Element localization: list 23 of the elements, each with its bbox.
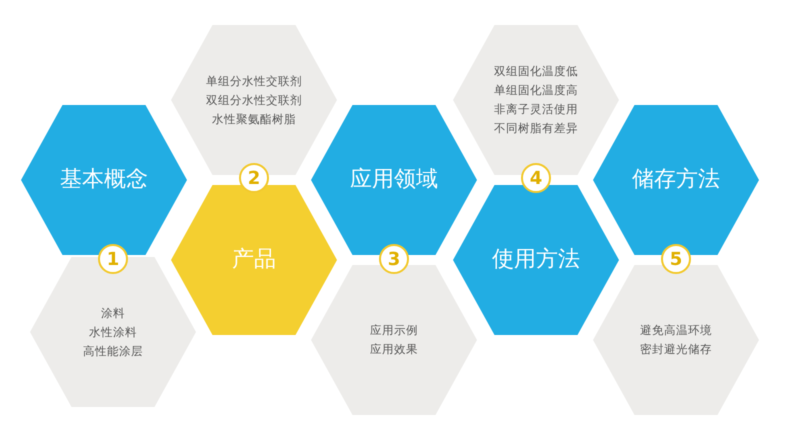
hexagon-tile xyxy=(453,185,619,335)
list-text: 双组固化温度低 xyxy=(494,63,578,80)
hexagon-panel xyxy=(593,265,759,415)
tile-title: 应用领域 xyxy=(350,166,438,194)
list-text: 应用效果 xyxy=(370,341,418,358)
list-text: 水性涂料 xyxy=(89,324,137,340)
list-text: 避免高温环境 xyxy=(640,322,712,339)
list-text: 高性能涂层 xyxy=(83,342,143,360)
tile-title: 储存方法 xyxy=(632,166,720,194)
tile-title: 基本概念 xyxy=(60,166,148,194)
list-text: 涂料 xyxy=(101,304,125,322)
list-text: 密封避光储存 xyxy=(640,341,712,358)
list-text: 非离子灵活使用 xyxy=(494,101,578,118)
list-text: 不同树脂有差异 xyxy=(494,120,578,137)
hexagon-panel xyxy=(311,265,477,415)
list-text: 应用示例 xyxy=(370,322,418,339)
list-text: 单组分水性交联剂 xyxy=(206,72,302,90)
tile-title: 产品 xyxy=(232,246,276,274)
hexagon-tile xyxy=(171,185,337,335)
tile-title: 使用方法 xyxy=(492,246,580,274)
list-text: 水性聚氨酯树脂 xyxy=(212,110,296,128)
list-text: 双组分水性交联剂 xyxy=(206,92,302,108)
list-text: 单组固化温度高 xyxy=(494,82,578,99)
